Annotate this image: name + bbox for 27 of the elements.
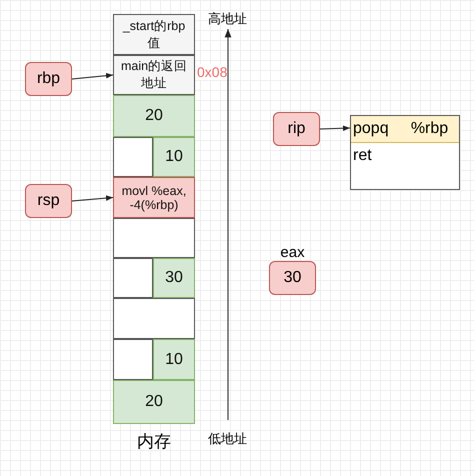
instruction-text: ret — [353, 147, 372, 165]
highlighted-instruction: popq %rbp — [351, 116, 459, 143]
memory-cell: 10 — [153, 137, 195, 177]
value-box: 30 — [269, 261, 316, 295]
register-name: eax — [279, 244, 306, 261]
memory-stack — [113, 14, 195, 452]
address-direction-label: 高地址 — [208, 10, 247, 28]
memory-cell: movl %eax, -4(%rbp) — [113, 177, 195, 218]
arrow — [320, 125, 350, 132]
address-direction-label: 低地址 — [208, 430, 247, 448]
register-box: rip — [273, 112, 320, 146]
register-box: rsp — [25, 184, 72, 218]
code-box — [350, 115, 460, 190]
empty-memory-cell — [113, 298, 195, 339]
arrow — [72, 72, 114, 80]
memory-cell: 20 — [113, 95, 195, 137]
memory-cell: 20 — [113, 380, 195, 424]
register-box: rbp — [25, 62, 72, 96]
empty-memory-cell — [113, 339, 153, 380]
empty-memory-cell — [113, 218, 195, 258]
address-label: 0x08 — [197, 64, 228, 80]
memory-caption: 内存 — [136, 431, 172, 453]
memory-cell: 30 — [153, 258, 195, 298]
memory-cell: main的返回地址 — [113, 55, 195, 95]
memory-cell: _start的rbp值 — [113, 14, 195, 55]
arrow — [72, 195, 114, 202]
memory-cell: 10 — [153, 339, 195, 380]
